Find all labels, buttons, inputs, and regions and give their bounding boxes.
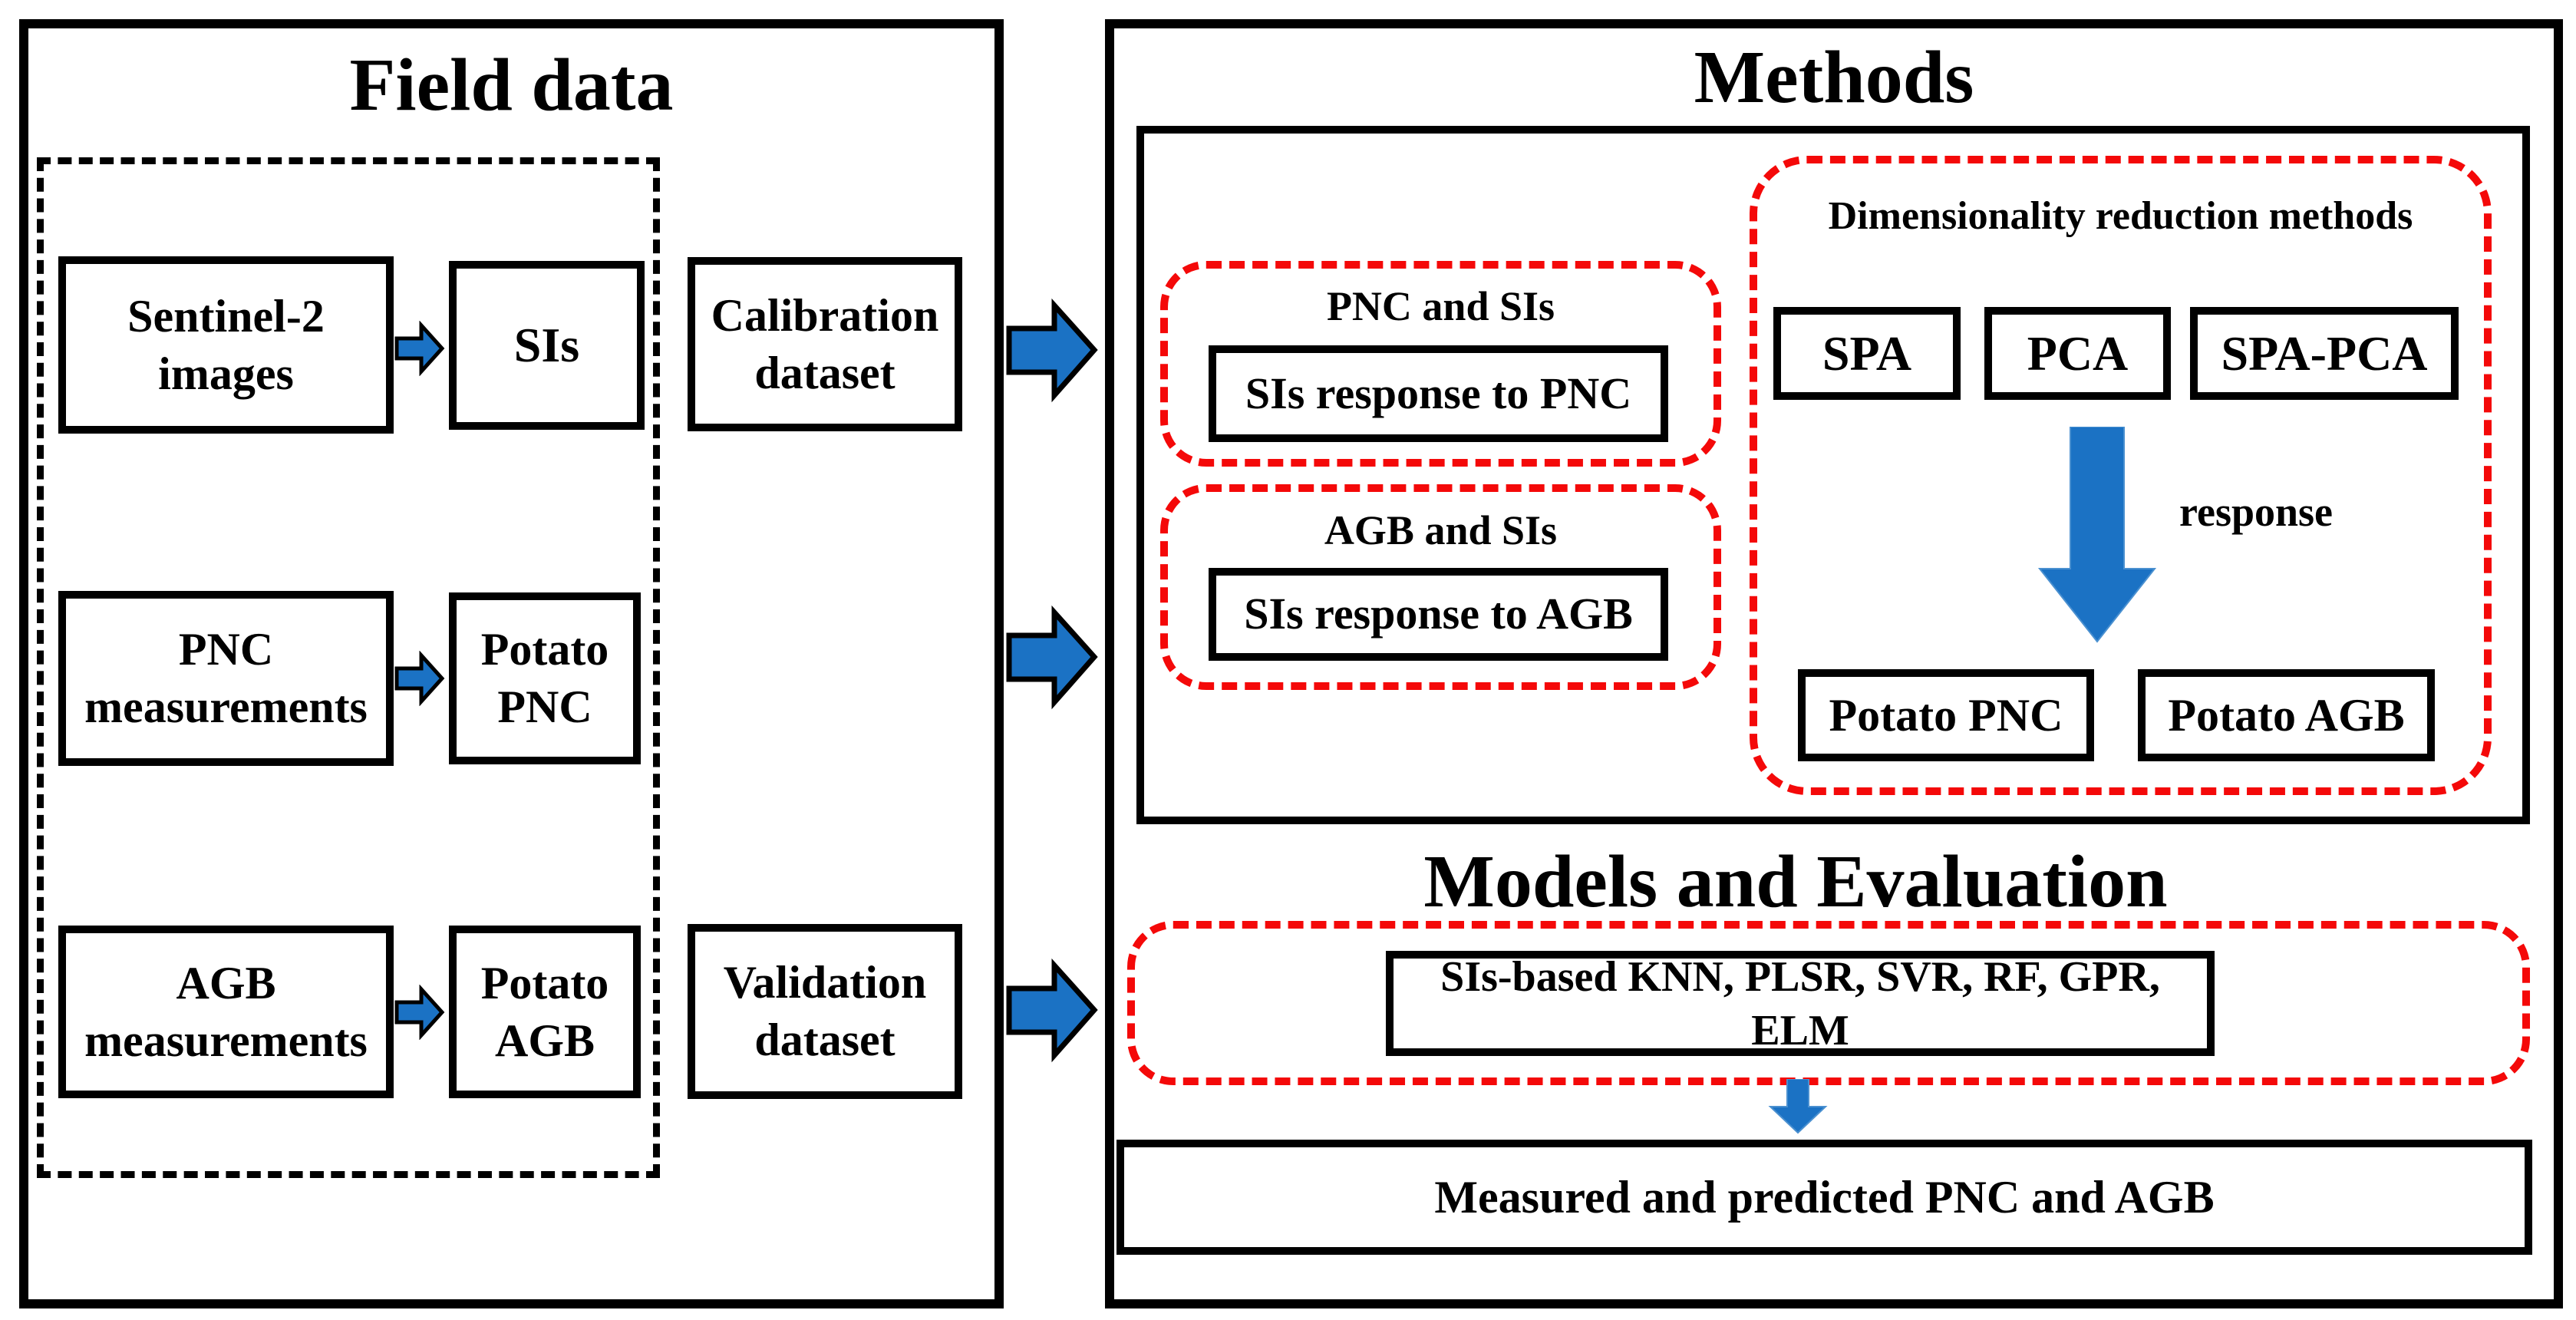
potato-agb-output-box: Potato AGB bbox=[2138, 669, 2435, 761]
validation-dataset-label: Validation dataset bbox=[723, 957, 927, 1065]
agb-measurements-label: AGB measurements bbox=[84, 957, 368, 1066]
spa-box: SPA bbox=[1773, 307, 1961, 400]
panel-arrow-right-icon bbox=[1005, 605, 1099, 710]
response-label: response bbox=[2179, 489, 2334, 535]
field-data-title: Field data bbox=[349, 44, 674, 127]
response-arrow-down-icon bbox=[2033, 427, 2161, 645]
field-data-dashed-group bbox=[37, 157, 660, 1178]
potato-agb-box: Potato AGB bbox=[449, 926, 641, 1098]
pnc-measurements-box: PNC measurements bbox=[58, 591, 394, 766]
panel-arrow-right-icon bbox=[1005, 298, 1099, 403]
methods-inner-panel bbox=[1136, 126, 2530, 824]
spa-pca-box: SPA-PCA bbox=[2190, 307, 2459, 400]
pnc-sis-group bbox=[1160, 261, 1721, 467]
potato-pnc-output-label: Potato PNC bbox=[1829, 689, 2063, 741]
arrow-right-icon bbox=[394, 651, 445, 706]
calibration-dataset-box: Calibration dataset bbox=[688, 257, 962, 431]
potato-agb-label: Potato AGB bbox=[480, 957, 609, 1066]
models-evaluation-title: Models and Evaluation bbox=[1423, 840, 2168, 923]
calibration-dataset-label: Calibration dataset bbox=[711, 289, 939, 398]
sis-response-pnc-box: SIs response to PNC bbox=[1209, 345, 1668, 442]
pnc-sis-label: PNC and SIs bbox=[1326, 283, 1555, 329]
sis-response-pnc-label: SIs response to PNC bbox=[1245, 368, 1632, 418]
agb-sis-group bbox=[1160, 484, 1721, 690]
methods-title: Methods bbox=[1694, 36, 1974, 119]
methods-panel bbox=[1105, 19, 2563, 1308]
pca-box: PCA bbox=[1984, 307, 2171, 400]
models-dashed-group bbox=[1127, 921, 2530, 1085]
potato-pnc-label: Potato PNC bbox=[480, 624, 609, 732]
models-box-label: SIs-based KNN, PLSR, SVR, RF, GPR, ELM bbox=[1440, 952, 2160, 1054]
agb-measurements-box: AGB measurements bbox=[58, 926, 394, 1098]
pnc-measurements-label: PNC measurements bbox=[84, 624, 368, 732]
validation-dataset-box: Validation dataset bbox=[688, 924, 962, 1099]
arrow-right-icon bbox=[394, 321, 445, 376]
potato-pnc-output-box: Potato PNC bbox=[1798, 669, 2094, 761]
panel-arrow-right-icon bbox=[1005, 958, 1099, 1063]
sentinel-images-label: Sentinel-2 images bbox=[127, 290, 325, 399]
sis-box: SIs bbox=[449, 261, 645, 430]
pca-label: PCA bbox=[2027, 325, 2129, 381]
dimensionality-group bbox=[1750, 156, 2492, 795]
potato-pnc-box: Potato PNC bbox=[449, 592, 641, 764]
dimensionality-label: Dimensionality reduction methods bbox=[1828, 194, 2413, 238]
agb-sis-label: AGB and SIs bbox=[1324, 507, 1558, 553]
measured-predicted-label: Measured and predicted PNC and AGB bbox=[1434, 1171, 2215, 1223]
spa-pca-label: SPA-PCA bbox=[2221, 325, 2428, 381]
measured-predicted-box: Measured and predicted PNC and AGB bbox=[1116, 1140, 2532, 1255]
sis-label: SIs bbox=[513, 318, 580, 372]
sis-response-agb-box: SIs response to AGB bbox=[1209, 568, 1668, 661]
models-box: SIs-based KNN, PLSR, SVR, RF, GPR, ELM bbox=[1386, 951, 2215, 1056]
arrow-right-icon bbox=[394, 985, 445, 1040]
potato-agb-output-label: Potato AGB bbox=[2168, 689, 2405, 741]
sis-response-agb-label: SIs response to AGB bbox=[1244, 589, 1633, 639]
spa-label: SPA bbox=[1822, 325, 1912, 381]
sentinel-images-box: Sentinel-2 images bbox=[58, 256, 394, 434]
models-arrow-down-icon bbox=[1767, 1079, 1829, 1134]
